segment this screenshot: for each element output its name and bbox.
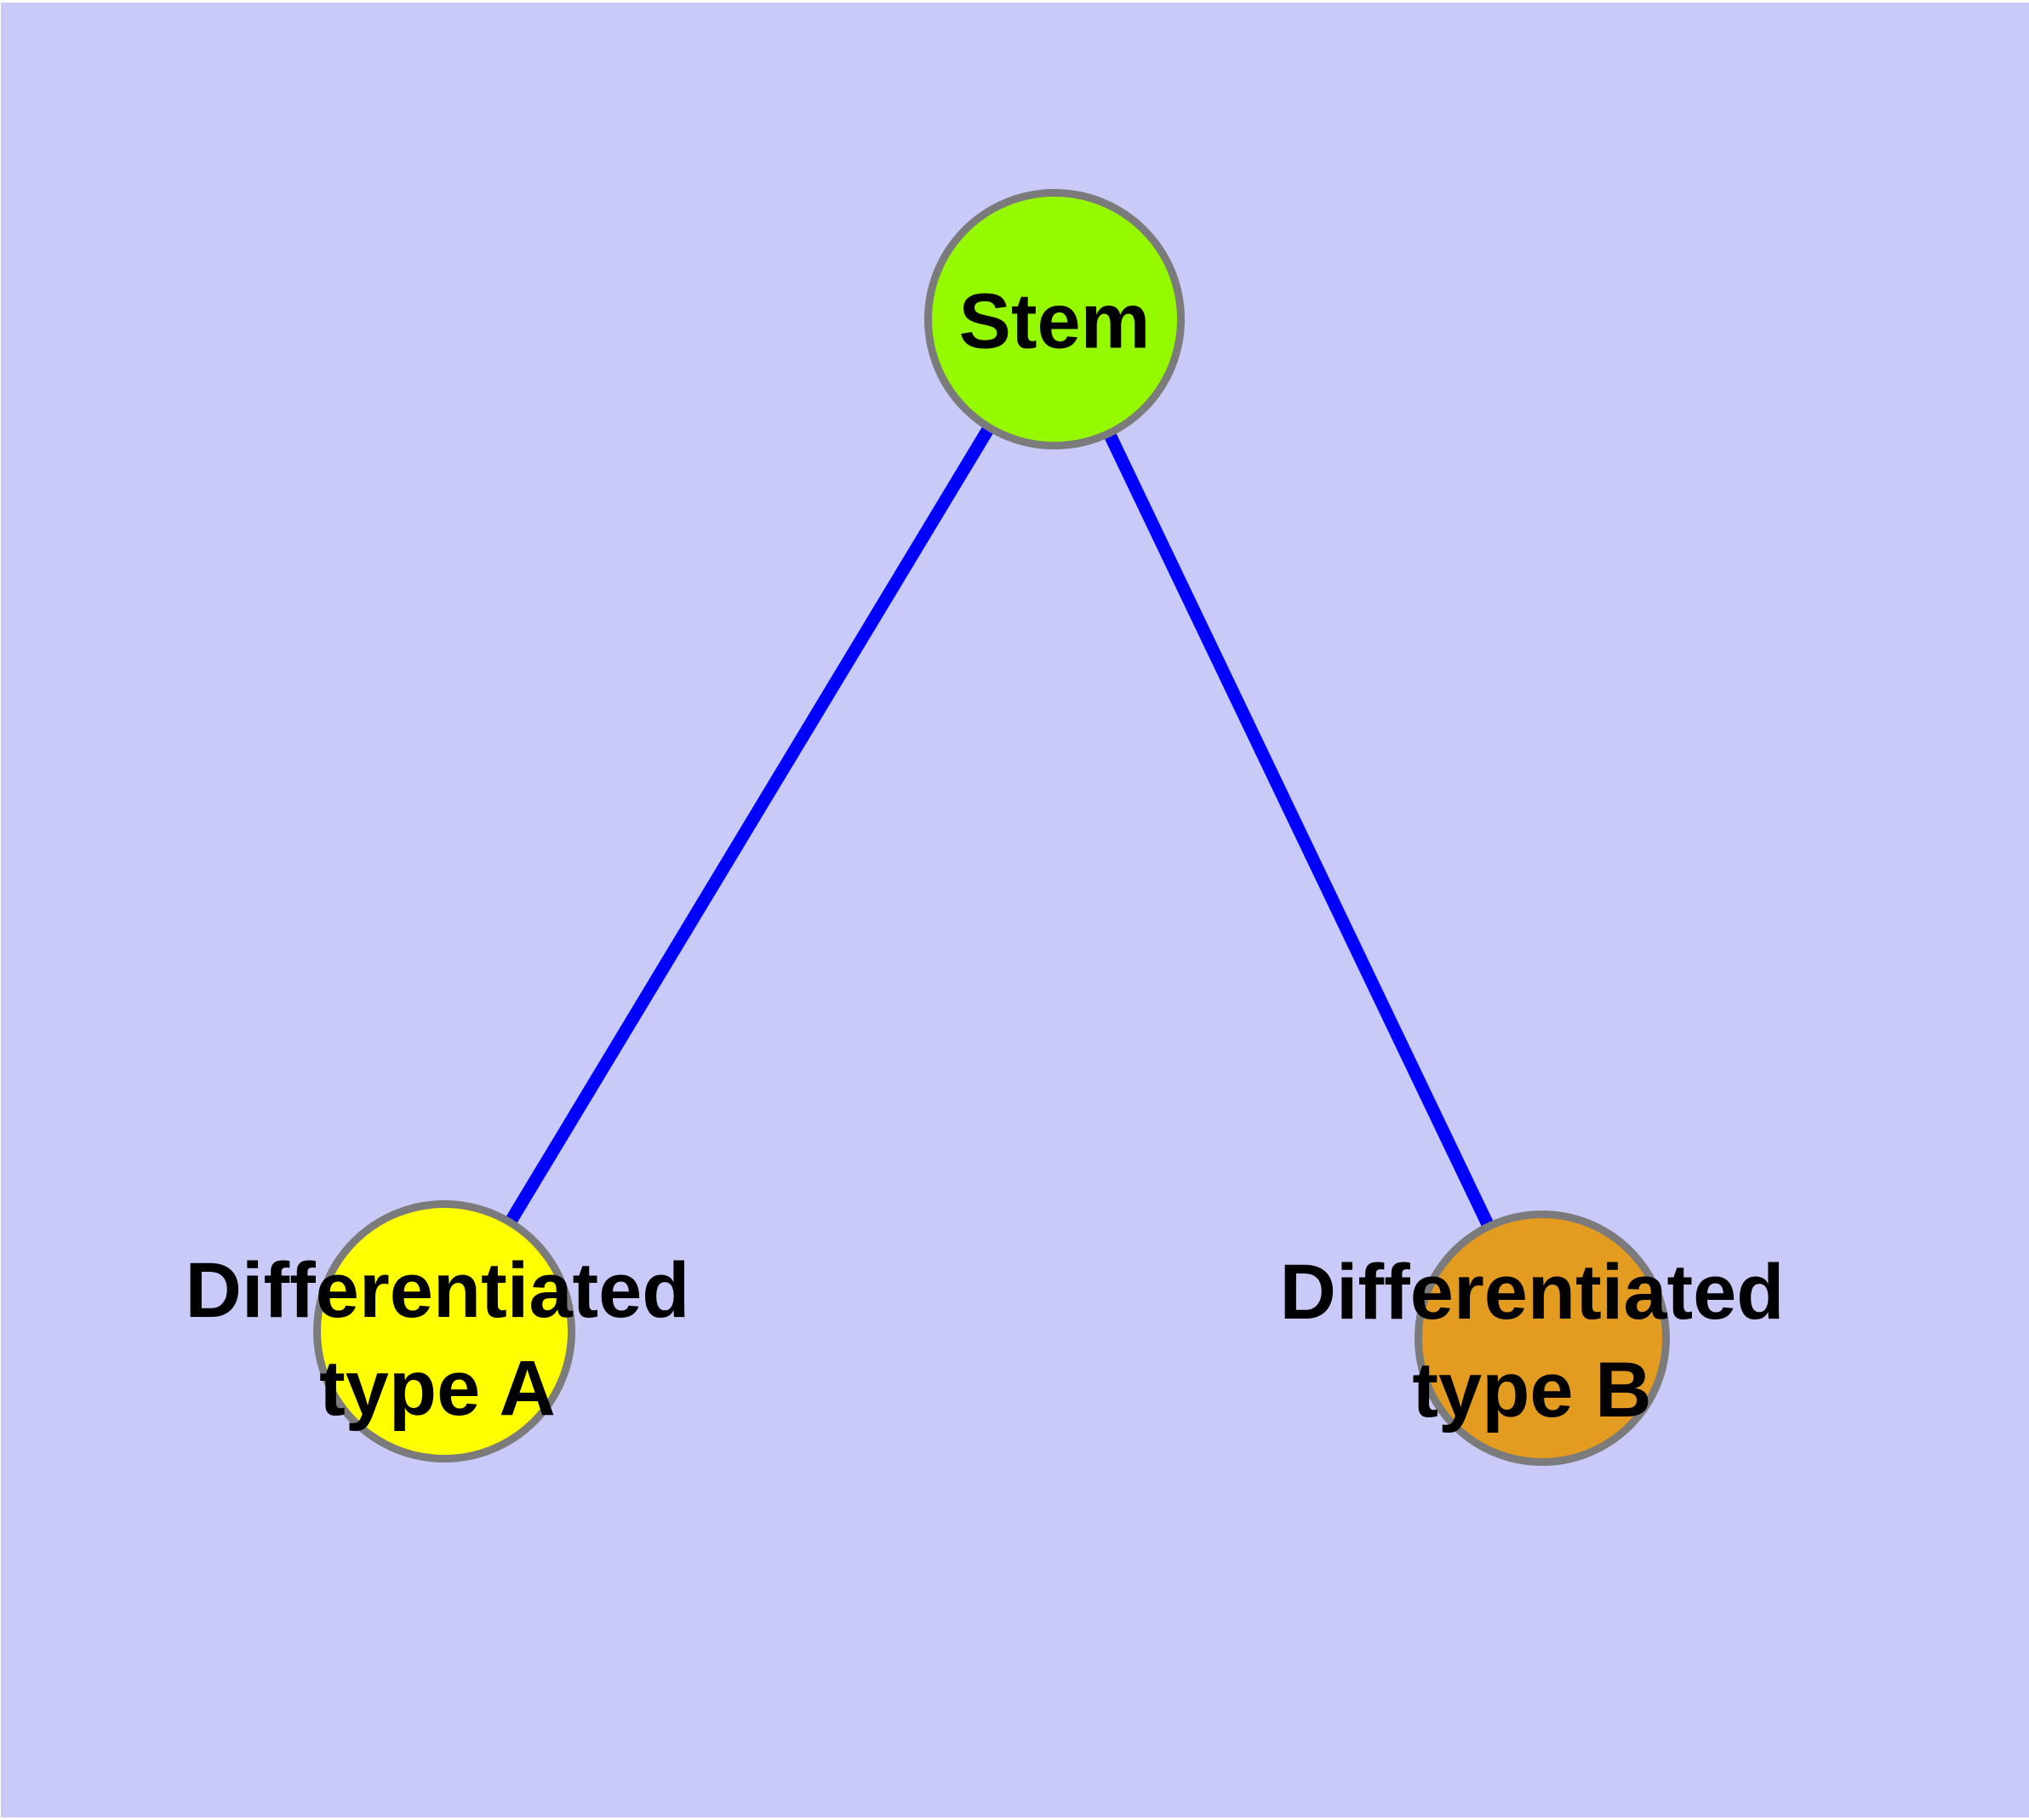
- node-stem-label: Stem: [959, 273, 1151, 371]
- node-stem: [924, 189, 1185, 449]
- node-differentiated-type-b: [1415, 1210, 1670, 1466]
- label-line: Stem: [958, 278, 1151, 365]
- label-line: Differentiated: [1279, 1249, 1785, 1336]
- node-differentiated-type-a: [313, 1200, 575, 1462]
- node-differentiated-type-a-label: Differentiated type A: [186, 1242, 690, 1438]
- label-line: type B: [1412, 1347, 1652, 1434]
- label-line: Differentiated: [185, 1247, 690, 1334]
- edge-stem-to-type-b: [1049, 316, 1548, 1342]
- edge-stem-to-type-a: [438, 316, 1060, 1335]
- label-line: type A: [319, 1345, 556, 1432]
- node-differentiated-type-b-label: Differentiated type B: [1280, 1244, 1785, 1439]
